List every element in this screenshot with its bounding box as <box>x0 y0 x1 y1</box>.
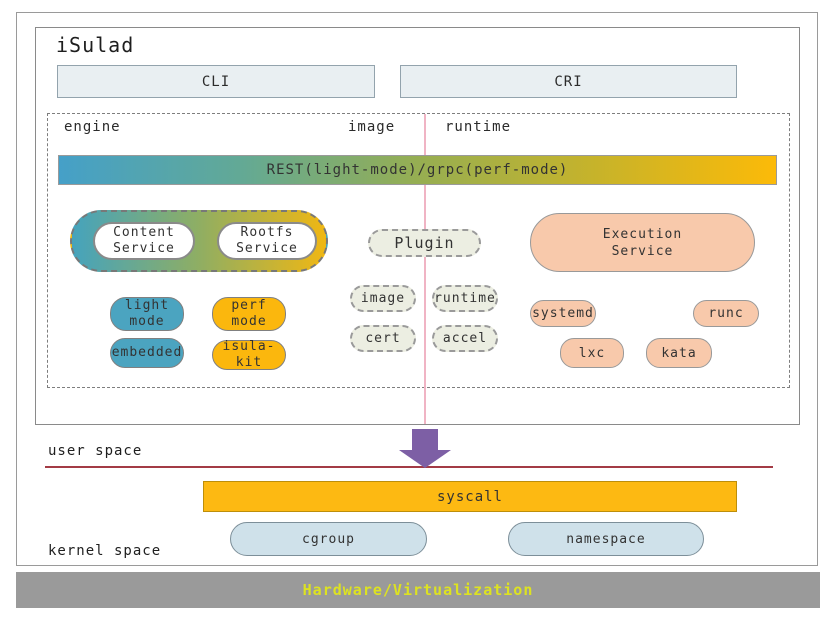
cli-box: CLI <box>57 65 375 98</box>
runtime-pill-runc: runc <box>693 300 759 327</box>
plugin-pill-image: image <box>350 285 416 312</box>
pill-isula-kit: isula-kit <box>212 339 286 370</box>
down-arrow-icon <box>412 429 438 450</box>
runtime-pill-systemd: systemd <box>530 300 596 327</box>
pill-embedded: embedded <box>110 338 184 368</box>
pill-light-mode: light mode <box>110 297 184 331</box>
hardware-virtualization-label: Hardware/Virtualization <box>302 581 534 599</box>
plugin-pill-runtime: runtime <box>432 285 498 312</box>
plugin-pill-accel: accel <box>432 325 498 352</box>
image-runtime-divider-line <box>424 114 426 424</box>
section-label-engine: engine <box>64 119 121 135</box>
syscall-bar: syscall <box>203 481 737 512</box>
section-label-image: image <box>348 119 396 135</box>
cri-box: CRI <box>400 65 737 98</box>
rootfs-service-pill: Rootfs Service <box>217 222 317 260</box>
runtime-pill-kata: kata <box>646 338 712 368</box>
user-space-label: user space <box>48 443 143 459</box>
kernel-pill-cgroup: cgroup <box>230 522 427 556</box>
diagram-title: iSulad <box>56 33 135 57</box>
execution-service-capsule: Execution Service <box>530 213 755 272</box>
hardware-virtualization-bar: Hardware/Virtualization <box>16 572 820 608</box>
down-arrow-head-icon <box>399 450 451 468</box>
plugin-pill-cert: cert <box>350 325 416 352</box>
runtime-pill-lxc: lxc <box>560 338 624 368</box>
pill-perf-mode: perf mode <box>212 297 286 331</box>
kernel-pill-namespace: namespace <box>508 522 704 556</box>
content-service-pill: Content Service <box>93 222 195 260</box>
plugin-capsule: Plugin <box>368 229 481 257</box>
rest-grpc-bar: REST(light-mode)/grpc(perf-mode) <box>58 155 777 185</box>
section-label-runtime: runtime <box>445 119 512 135</box>
kernel-space-label: kernel space <box>48 543 162 559</box>
